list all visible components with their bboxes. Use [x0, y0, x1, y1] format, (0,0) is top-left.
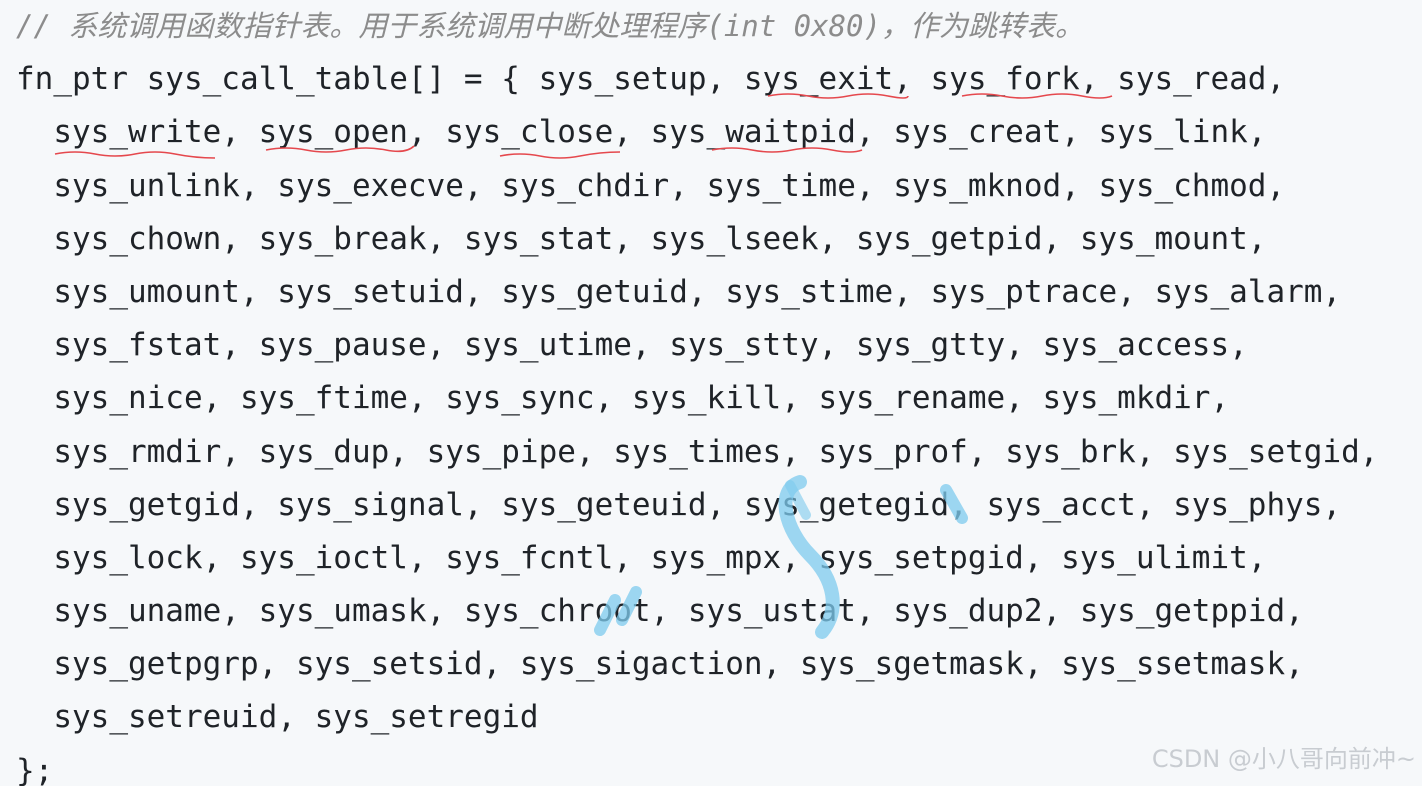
- code-line-8: sys_rmdir, sys_dup, sys_pipe, sys_times,…: [16, 433, 1379, 470]
- code-line-6: sys_fstat, sys_pause, sys_utime, sys_stt…: [16, 327, 1248, 364]
- code-line-5: sys_umount, sys_setuid, sys_getuid, sys_…: [16, 273, 1342, 310]
- watermark-text: CSDN @小八哥向前冲~: [1151, 745, 1416, 773]
- code-line-9: sys_getgid, sys_signal, sys_geteuid, sys…: [16, 486, 1342, 523]
- code-block: // 系统调用函数指针表。用于系统调用中断处理程序(int 0x80)，作为跳转…: [16, 0, 1378, 786]
- code-line-14: };: [16, 752, 54, 786]
- code-line-2: sys_write, sys_open, sys_close, sys_wait…: [16, 114, 1267, 151]
- code-comment: // 系统调用函数指针表。用于系统调用中断处理程序(int 0x80)，作为跳转…: [16, 9, 1084, 43]
- code-line-1: fn_ptr sys_call_table[] = { sys_setup, s…: [16, 61, 1286, 98]
- code-line-3: sys_unlink, sys_execve, sys_chdir, sys_t…: [16, 167, 1286, 204]
- code-line-12: sys_getpgrp, sys_setsid, sys_sigaction, …: [16, 646, 1304, 683]
- code-line-4: sys_chown, sys_break, sys_stat, sys_lsee…: [16, 220, 1267, 257]
- code-line-7: sys_nice, sys_ftime, sys_sync, sys_kill,…: [16, 380, 1230, 417]
- code-line-11: sys_uname, sys_umask, sys_chroot, sys_us…: [16, 593, 1304, 630]
- code-line-10: sys_lock, sys_ioctl, sys_fcntl, sys_mpx,…: [16, 539, 1267, 576]
- code-line-13: sys_setreuid, sys_setregid: [16, 699, 539, 736]
